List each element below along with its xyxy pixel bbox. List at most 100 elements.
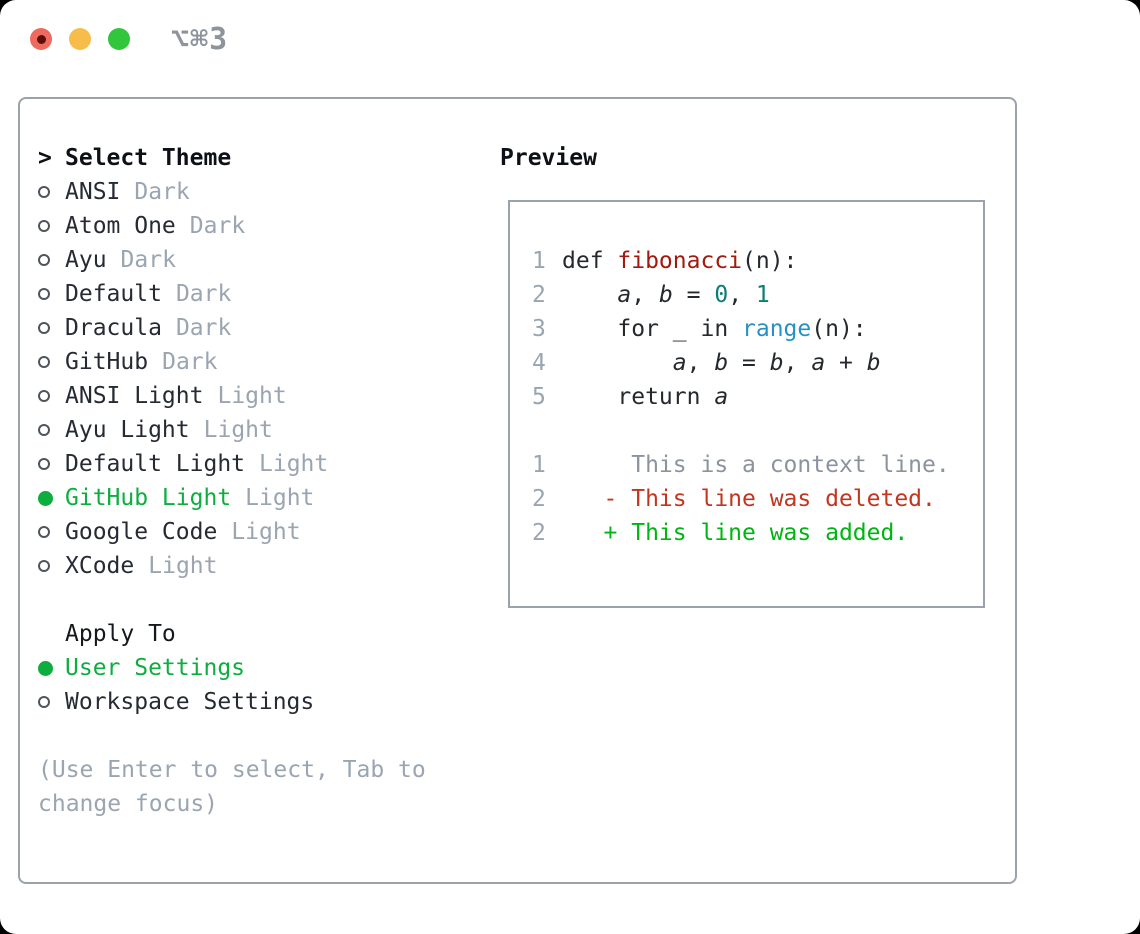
apply-to-header: Apply To — [38, 617, 490, 651]
radio-icon — [38, 458, 65, 470]
line-number: 5 — [532, 384, 546, 410]
close-dot-icon — [36, 34, 46, 44]
select-theme-title: Select Theme — [65, 145, 232, 171]
preview-title: Preview — [500, 145, 597, 171]
diff-line-context: 1 This is a context line. — [532, 448, 983, 482]
theme-variant-label: Dark — [175, 281, 232, 307]
radio-selected-icon — [38, 490, 53, 506]
option-label: GitHub Light — [65, 485, 232, 511]
radio-icon — [38, 186, 50, 198]
code-line: 5 return a — [532, 380, 983, 414]
radio-icon — [38, 390, 65, 402]
code-line: 3 for _ in range(n): — [532, 312, 983, 346]
radio-icon — [38, 220, 50, 232]
radio-icon — [38, 696, 50, 708]
option-label: Default Light — [65, 451, 246, 477]
theme-item-atom-one[interactable]: Atom One Dark — [38, 209, 490, 243]
radio-icon — [38, 356, 50, 368]
option-label: Atom One — [65, 213, 176, 239]
select-theme-header: > Select Theme — [38, 141, 490, 175]
option-label: Ayu Light — [65, 417, 190, 443]
theme-item-dracula[interactable]: Dracula Dark — [38, 311, 490, 345]
theme-item-google-code[interactable]: Google Code Light — [38, 515, 490, 549]
window-title: ⌥⌘3 — [171, 21, 229, 57]
option-label: Dracula — [65, 315, 162, 341]
option-label: Google Code — [65, 519, 218, 545]
spacer — [38, 583, 490, 617]
spacer — [38, 719, 490, 753]
close-button[interactable] — [30, 28, 52, 50]
option-label: Ayu — [65, 247, 107, 273]
diff-line-deleted: 2 - This line was deleted. — [532, 482, 983, 516]
radio-icon — [38, 186, 65, 198]
option-label: Workspace Settings — [65, 689, 315, 715]
option-label: XCode — [65, 553, 135, 579]
theme-item-default[interactable]: Default Dark — [38, 277, 490, 311]
radio-icon — [38, 322, 50, 334]
radio-icon — [38, 424, 65, 436]
line-number: 3 — [532, 316, 546, 342]
apply-option-user-settings[interactable]: User Settings — [38, 651, 490, 685]
radio-selected-icon — [38, 660, 65, 676]
theme-variant-label: Light — [203, 417, 273, 443]
radio-icon — [38, 254, 50, 266]
theme-item-xcode[interactable]: XCode Light — [38, 549, 490, 583]
theme-variant-label: Dark — [120, 247, 176, 273]
blank-line — [532, 414, 983, 448]
radio-icon — [38, 322, 65, 334]
line-number: 1 — [532, 452, 546, 478]
theme-item-ansi-light[interactable]: ANSI Light Light — [38, 379, 490, 413]
radio-icon — [38, 288, 65, 300]
option-label: Default — [65, 281, 162, 307]
theme-item-ansi[interactable]: ANSI Dark — [38, 175, 490, 209]
diff-block: 1 This is a context line.2 - This line w… — [532, 448, 983, 550]
line-number: 2 — [532, 486, 546, 512]
code-line: 2 a, b = 0, 1 — [532, 278, 983, 312]
theme-variant-label: Dark — [175, 315, 232, 341]
radio-icon — [38, 696, 65, 708]
apply-option-workspace-settings[interactable]: Workspace Settings — [38, 685, 490, 719]
theme-variant-label: Dark — [134, 179, 190, 205]
titlebar: ⌥⌘3 — [30, 22, 228, 57]
radio-icon — [38, 288, 50, 300]
radio-icon — [38, 560, 50, 572]
theme-item-ayu[interactable]: Ayu Dark — [38, 243, 490, 277]
theme-variant-label: Dark — [162, 349, 218, 375]
code-line: 4 a, b = b, a + b — [532, 346, 983, 380]
diff-line-added: 2 + This line was added. — [532, 516, 983, 550]
line-number: 1 — [532, 248, 546, 274]
option-label: User Settings — [65, 655, 246, 681]
radio-selected-icon — [38, 660, 53, 676]
theme-variant-label: Dark — [189, 213, 246, 239]
radio-icon — [38, 526, 65, 538]
option-label: ANSI — [65, 179, 121, 205]
option-label: ANSI Light — [65, 383, 204, 409]
line-number: 2 — [532, 282, 546, 308]
hint-text: (Use Enter to select, Tab to change focu… — [38, 757, 440, 817]
zoom-button[interactable] — [108, 28, 130, 50]
line-number: 4 — [532, 350, 546, 376]
radio-icon — [38, 458, 50, 470]
theme-item-github-light[interactable]: GitHub Light Light — [38, 481, 490, 515]
apply-to-title: Apply To — [65, 621, 176, 647]
theme-item-ayu-light[interactable]: Ayu Light Light — [38, 413, 490, 447]
radio-icon — [38, 390, 50, 402]
theme-variant-label: Light — [245, 485, 315, 511]
theme-variant-label: Light — [217, 383, 287, 409]
radio-icon — [38, 220, 65, 232]
minimize-button[interactable] — [69, 28, 91, 50]
theme-variant-label: Light — [148, 553, 218, 579]
theme-variant-label: Light — [231, 519, 301, 545]
radio-icon — [38, 526, 50, 538]
